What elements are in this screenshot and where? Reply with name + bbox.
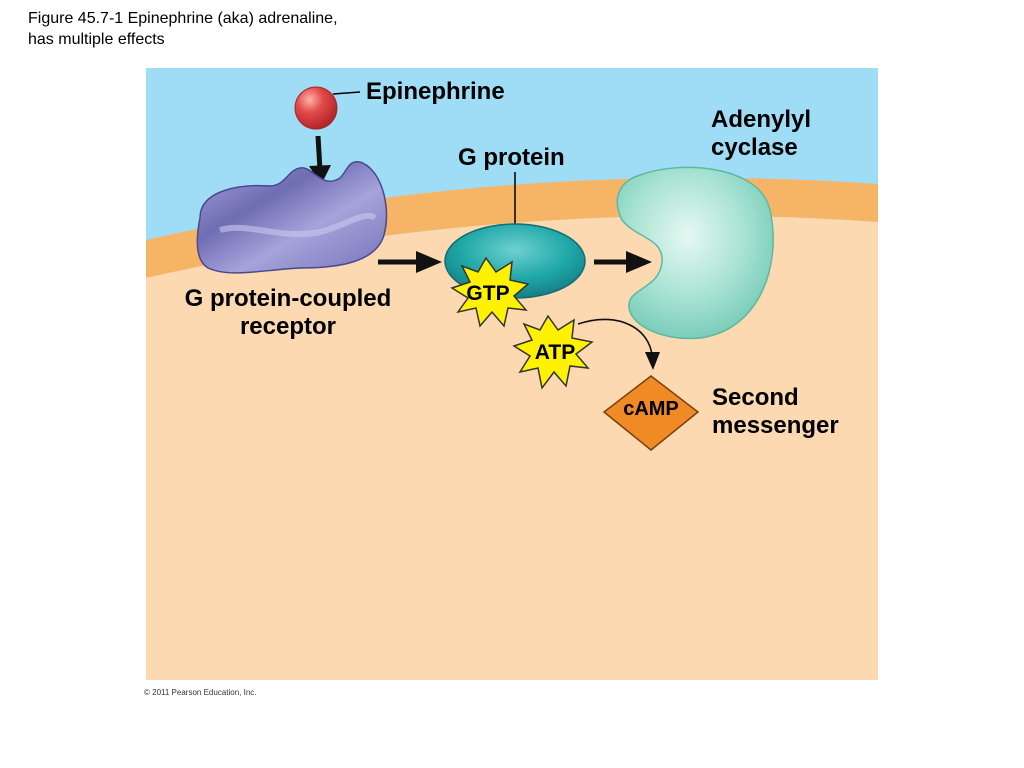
epinephrine-leader-line	[332, 91, 361, 95]
atp-starburst	[512, 314, 594, 390]
atp-label: ATP	[534, 341, 576, 364]
second-messenger-label-line-2: messenger	[712, 412, 839, 439]
binding-arrow	[315, 135, 323, 171]
g-protein-label: G protein	[458, 144, 565, 171]
atp-to-camp-arrow-head	[645, 352, 660, 370]
second-messenger-label-line-1: Second	[712, 384, 799, 411]
gtp-starburst	[450, 256, 530, 328]
figure-caption: Figure 45.7-1 Epinephrine (aka) adrenali…	[28, 8, 338, 50]
copyright-notice: © 2011 Pearson Education, Inc.	[144, 688, 257, 697]
camp-diamond	[602, 375, 700, 451]
g-protein-coupled-receptor	[196, 161, 388, 274]
binding-arrow-head	[309, 165, 331, 185]
gpcr-label-line-1: G protein-coupled	[184, 285, 392, 312]
atp-to-camp-arrow	[577, 318, 653, 357]
receptor-to-gprotein-arrow-head	[416, 251, 442, 273]
caption-line-1: Figure 45.7-1 Epinephrine (aka) adrenali…	[28, 10, 338, 27]
gpcr-label-line-2: receptor	[239, 313, 337, 340]
caption-line-2: has multiple effects	[28, 31, 165, 48]
receptor-highlight	[219, 212, 377, 238]
adenylyl-cyclase-label: Adenylyl cyclase	[711, 106, 811, 162]
adenylyl-cyclase-label-line-2: cyclase	[711, 134, 798, 161]
adenylyl-cyclase-label-line-1: Adenylyl	[711, 106, 812, 133]
epinephrine-label: Epinephrine	[366, 78, 505, 105]
gprotein-to-cyclase-arrow-head	[626, 251, 652, 273]
gtp-label: GTP	[466, 282, 510, 305]
camp-label: cAMP	[623, 398, 679, 420]
epinephrine-molecule	[294, 86, 338, 130]
adenylyl-cyclase	[616, 166, 774, 340]
gpcr-label: G protein-coupled receptor	[168, 285, 408, 341]
second-messenger-label: Second messenger	[712, 384, 839, 440]
